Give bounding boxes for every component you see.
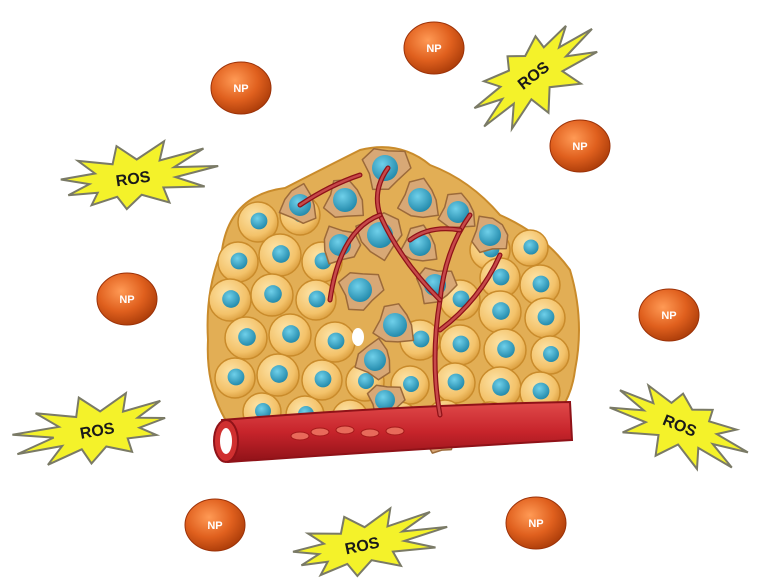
tumor-cell bbox=[435, 363, 475, 403]
tumor-cell bbox=[302, 360, 342, 400]
tumor-cell bbox=[251, 274, 293, 316]
nanoparticle: NP bbox=[185, 499, 245, 551]
tumor-cell bbox=[479, 291, 521, 333]
tumor-cell bbox=[257, 354, 299, 396]
ros-burst: ROS bbox=[61, 141, 218, 209]
red-blood-cell bbox=[291, 432, 309, 440]
nanoparticle: NP bbox=[506, 497, 566, 549]
lumen-gap bbox=[352, 328, 364, 346]
nanoparticle: NP bbox=[97, 273, 157, 325]
tumor-cell bbox=[259, 234, 301, 276]
tumor-cell bbox=[269, 314, 311, 356]
nanoparticle: NP bbox=[639, 289, 699, 341]
ros-burst: ROS bbox=[12, 393, 165, 465]
nanoparticle: NP bbox=[550, 120, 610, 172]
np-label: NP bbox=[572, 141, 587, 153]
np-label: NP bbox=[661, 310, 676, 322]
red-blood-cell bbox=[311, 428, 329, 436]
tumor-cell bbox=[512, 230, 548, 266]
tumor-cell bbox=[225, 317, 267, 359]
tumor-cell bbox=[209, 279, 251, 321]
ros-burst: ROS bbox=[293, 508, 447, 576]
tumor-cell bbox=[215, 358, 255, 398]
red-blood-cell bbox=[386, 427, 404, 435]
tumor-cell bbox=[484, 329, 526, 371]
vessel-lumen bbox=[220, 428, 232, 454]
nanoparticle: NP bbox=[404, 22, 464, 74]
ros-burst: ROS bbox=[610, 386, 748, 470]
red-blood-cell bbox=[361, 429, 379, 437]
tumor-cell bbox=[440, 325, 480, 365]
tumor-cell bbox=[218, 242, 258, 282]
np-label: NP bbox=[207, 520, 222, 532]
ros-burst: ROS bbox=[474, 26, 597, 129]
np-label: NP bbox=[119, 294, 134, 306]
tumor-cell bbox=[315, 322, 355, 362]
tumor-cell bbox=[531, 336, 569, 374]
tumor-cell bbox=[525, 298, 565, 338]
nanoparticle: NP bbox=[211, 62, 271, 114]
np-label: NP bbox=[426, 43, 441, 55]
np-label: NP bbox=[528, 518, 543, 530]
red-blood-cell bbox=[336, 426, 354, 434]
np-label: NP bbox=[233, 83, 248, 95]
